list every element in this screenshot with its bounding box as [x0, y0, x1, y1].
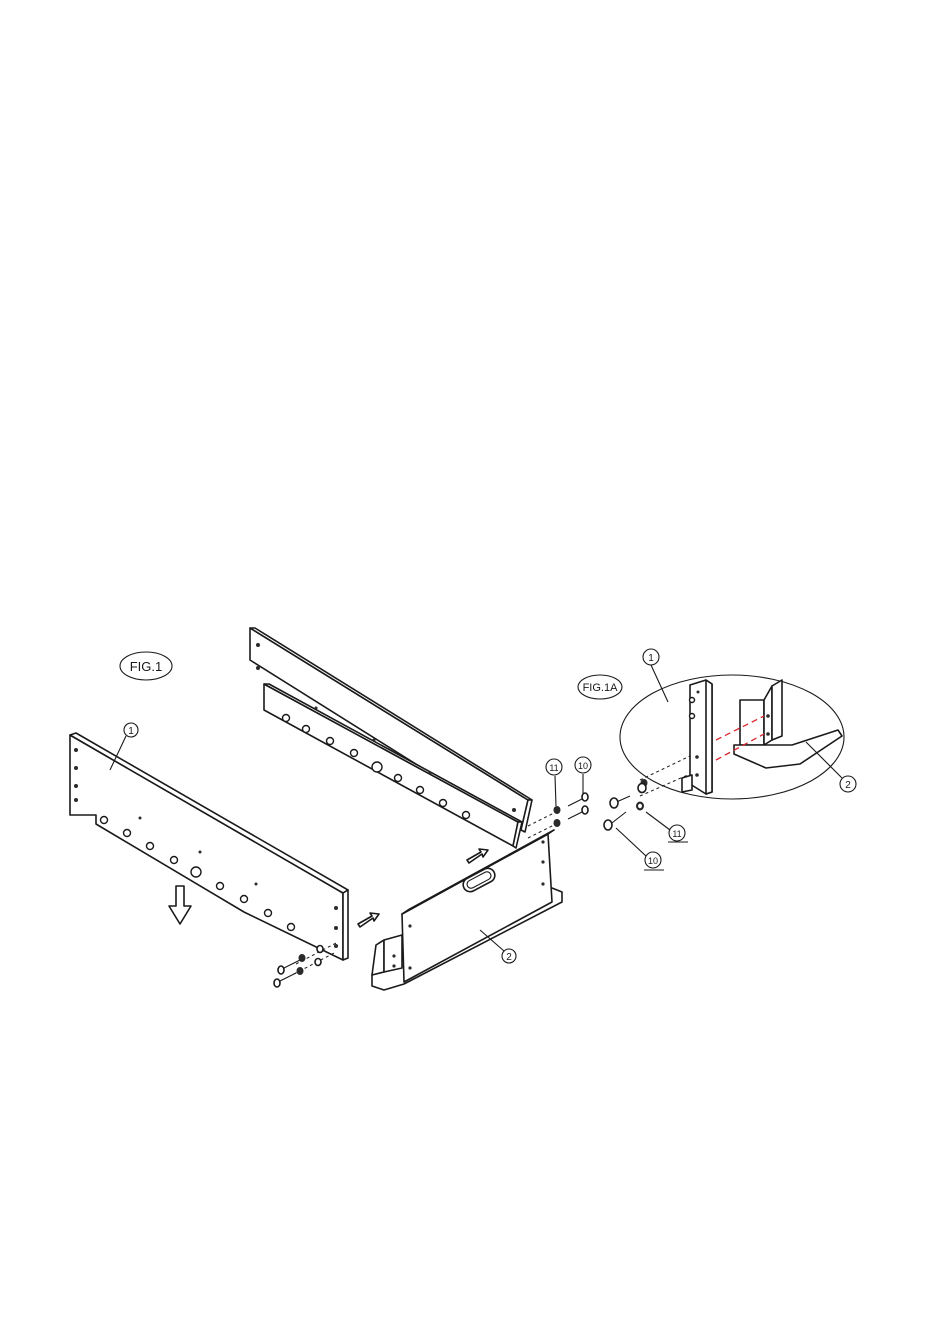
fig-1-text: FIG.1 — [130, 659, 163, 674]
callout-part-1-detail-text: 1 — [648, 653, 654, 664]
bolts-upper-right — [528, 774, 588, 838]
callout-part-11-upper: 11 — [546, 759, 562, 775]
callout-part-2-detail-text: 2 — [845, 780, 851, 791]
callout-part-1-detail: 1 — [643, 649, 668, 702]
right-arrow-icon-2 — [467, 849, 488, 863]
callout-part-11-upper-text: 11 — [549, 763, 558, 773]
right-arrow-icon-1 — [358, 913, 379, 927]
callout-part-1-front-text: 1 — [128, 726, 134, 737]
callout-part-11-detail-text: 11 — [672, 829, 681, 839]
detail-view — [604, 675, 844, 830]
callout-part-10-upper: 10 — [575, 757, 591, 773]
callout-part-2-end-text: 2 — [506, 952, 512, 963]
fig-1-label: FIG.1 — [120, 652, 172, 680]
callout-part-10-detail-text: 10 — [648, 856, 658, 866]
end-panel — [372, 830, 562, 990]
fig-1a-label: FIG.1A — [578, 675, 622, 699]
callout-part-10-upper-text: 10 — [578, 761, 588, 771]
callout-part-2-detail: 2 — [806, 742, 856, 792]
callout-part-11-detail: 11 — [646, 812, 688, 842]
fig-1a-text: FIG.1A — [583, 682, 619, 694]
down-arrow-icon — [169, 886, 191, 924]
inner-side-panel — [264, 684, 522, 848]
callout-part-10-detail: 10 — [616, 828, 664, 870]
back-side-panel — [250, 628, 532, 832]
